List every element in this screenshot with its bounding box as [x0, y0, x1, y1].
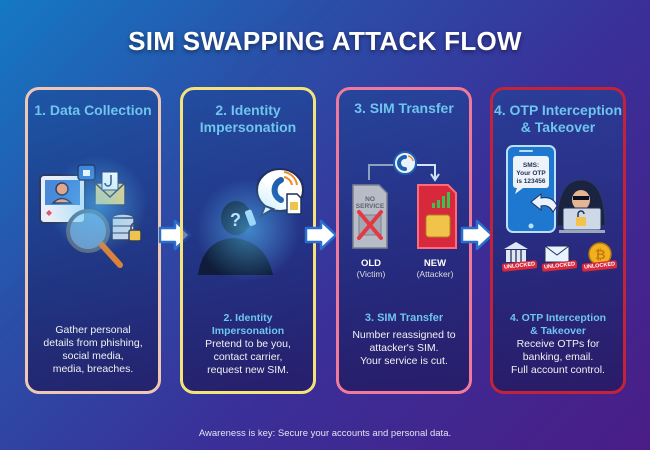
footer-note: Awareness is key: Secure your accounts a… — [198, 428, 452, 439]
desc-line: attacker's SIM. — [369, 342, 439, 354]
step-heading: 2. Identity Impersonation — [183, 102, 313, 136]
desc-line: details from phishing, — [43, 337, 143, 349]
bank-icon — [504, 242, 528, 262]
impersonation-illustration: ? — [183, 150, 313, 280]
svg-text:₿: ₿ — [595, 247, 606, 262]
desc-line: Your service is cut. — [360, 355, 448, 367]
desc-line: contact carrier, — [213, 351, 283, 363]
new-sim-card-icon — [417, 184, 457, 249]
step-card-identity-impersonation: 2. Identity Impersonation ? — [180, 87, 316, 394]
new-sim-label: NEW (Attacker) — [405, 258, 465, 280]
sms-otp-message: SMS: Your OTP is 123456 — [513, 162, 549, 186]
step-heading: 4. OTP Interception & Takeover — [493, 102, 623, 136]
desc-line: Pretend to be you, — [205, 338, 291, 350]
sub-heading: & Takeover — [530, 325, 586, 337]
sub-heading: Impersonation — [211, 325, 285, 337]
old-sim-label: OLD (Victim) — [341, 258, 401, 280]
step-card-otp-takeover: 4. OTP Interception & Takeover — [490, 87, 626, 394]
step-heading: 3. SIM Transfer — [354, 100, 454, 116]
sms-line: SMS: — [522, 162, 540, 169]
desc-line: request new SIM. — [207, 364, 289, 376]
step-card-sim-transfer: 3. SIM Transfer — [336, 87, 472, 394]
sub-heading: 4. OTP Interception — [509, 312, 607, 324]
flow-arrow-icon — [460, 219, 494, 251]
desc-line: Gather personal — [55, 324, 131, 336]
label-main: OLD — [360, 258, 382, 269]
old-sim-card-icon — [352, 184, 388, 249]
desc-line: Receive OTPs for — [516, 338, 600, 350]
label-line: SERVICE — [355, 203, 385, 210]
signal-bars-icon — [432, 192, 450, 208]
flow-arrow-icon — [304, 219, 338, 251]
desc-line: banking, email. — [522, 351, 594, 363]
desc-line: Full account control. — [511, 364, 605, 376]
otp-takeover-illustration: ₿ SMS: Your OTP is 123456 UNLOCKED UNLOC… — [493, 142, 623, 272]
heading-line: 2. Identity — [215, 102, 281, 118]
step-description: 3. SIM Transfer Number reassigned to att… — [339, 312, 469, 368]
sub-heading: 2. Identity — [223, 312, 273, 324]
label-sub: (Victim) — [356, 269, 386, 279]
sub-heading: 3. SIM Transfer — [364, 312, 444, 324]
label-line: NO — [365, 196, 375, 203]
desc-line: Number reassigned to — [352, 329, 456, 341]
sms-line: Your OTP — [516, 170, 546, 177]
data-collection-illustration — [28, 145, 158, 275]
heading-line: Impersonation — [199, 119, 297, 135]
no-service-label: NO SERVICE — [353, 196, 387, 210]
sim-transfer-illustration: NO SERVICE — [339, 130, 469, 250]
back-arrow-icon — [530, 192, 558, 213]
label-sub: (Attacker) — [416, 269, 454, 279]
step-description: 2. Identity Impersonation Pretend to be … — [183, 312, 313, 377]
step-card-data-collection: 1. Data Collection — [25, 87, 161, 394]
desc-line: media, breaches. — [52, 363, 134, 375]
phone-call-icon — [393, 151, 417, 175]
bitcoin-icon: ₿ — [588, 242, 612, 266]
email-icon — [544, 245, 570, 263]
step-description: 4. OTP Interception & Takeover Receive O… — [493, 312, 623, 377]
label-main: NEW — [423, 258, 447, 269]
smartphone-icon — [506, 145, 556, 233]
sms-line: is 123456 — [516, 178, 546, 185]
laptop-lock-icon — [559, 207, 605, 233]
desc-line: social media, — [62, 350, 124, 362]
heading-line: 4. OTP Interception — [493, 102, 623, 118]
step-heading: 1. Data Collection — [34, 102, 152, 118]
heading-line: & Takeover — [520, 119, 596, 135]
page-title: SIM SWAPPING ATTACK FLOW — [128, 26, 522, 56]
step-description: Gather personal details from phishing, s… — [28, 324, 158, 376]
